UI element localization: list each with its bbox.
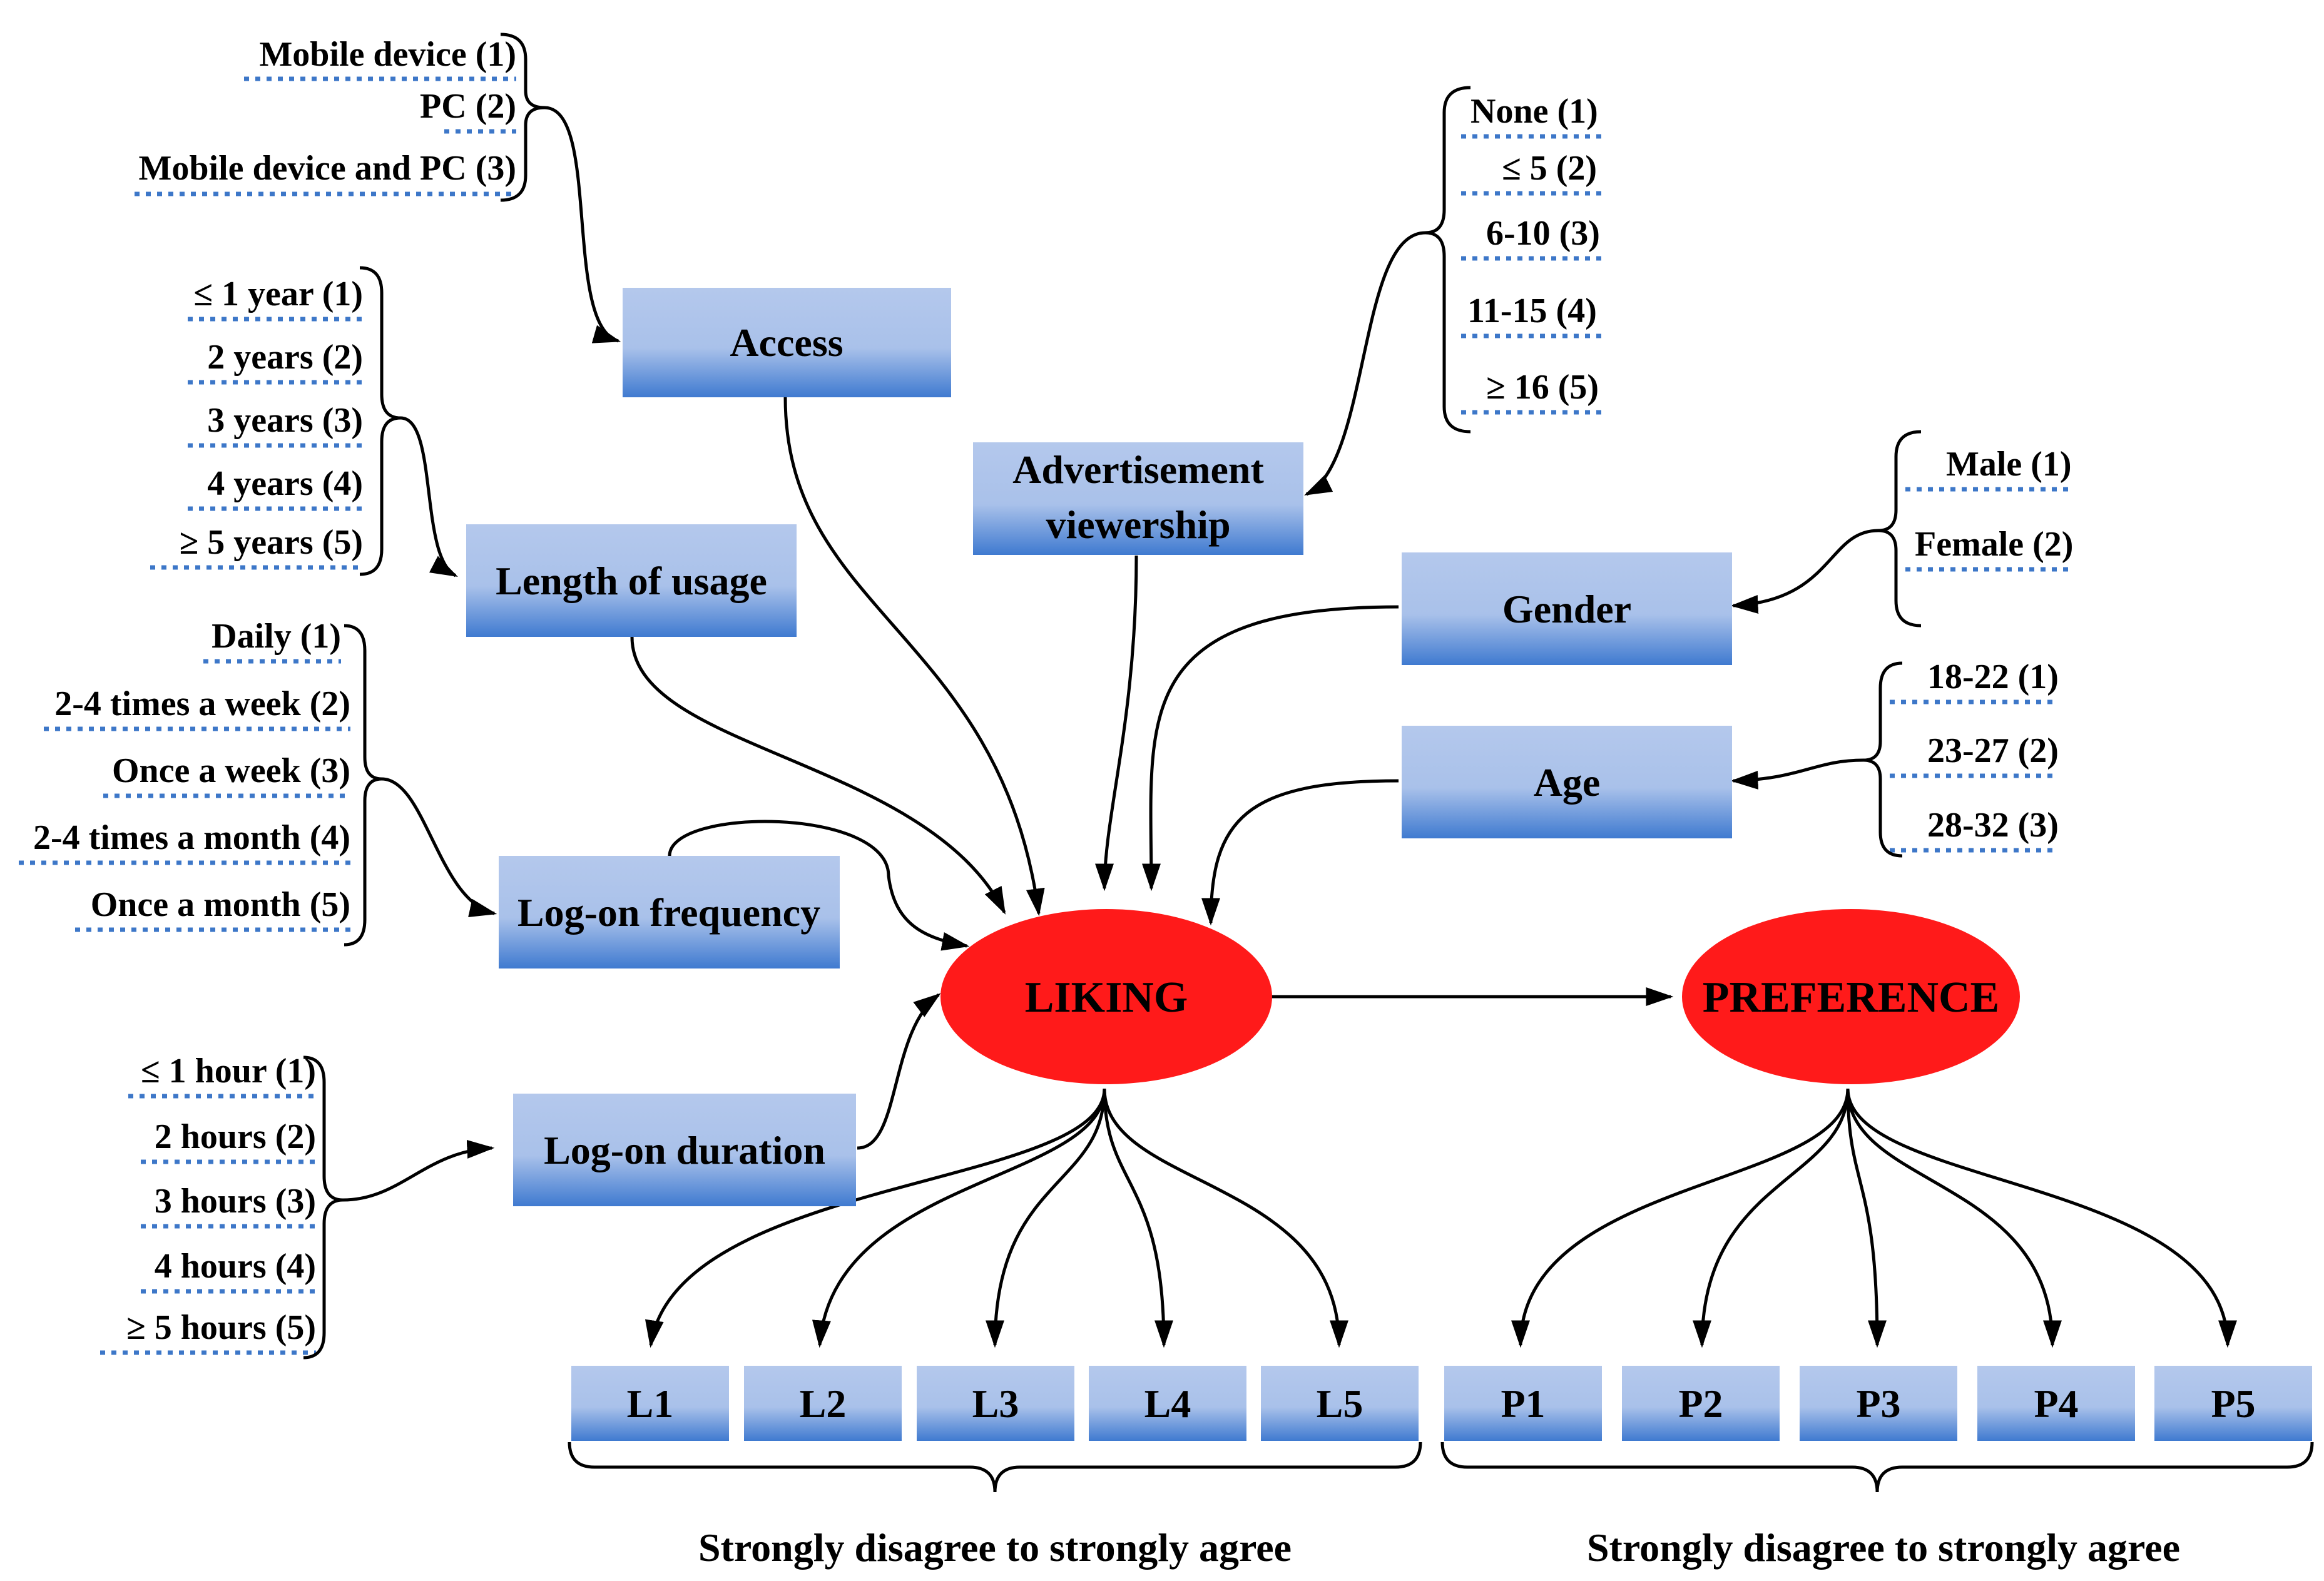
logon-frequency-label: Log-on frequency xyxy=(517,890,820,935)
edge-length-options xyxy=(400,416,458,577)
advertisement-viewership-box: Advertisement viewership xyxy=(973,442,1303,555)
edge-access-options xyxy=(544,106,621,343)
age-options: 18-22 (1) 23-27 (2) 28-32 (3) xyxy=(1863,658,2059,858)
edge-preference-p4 xyxy=(1846,1088,2062,1348)
advertisement-option-5: ≥ 16 (5) xyxy=(1486,368,1599,407)
liking-indicators: L1 L2 L3 L4 L5 xyxy=(571,1366,1419,1441)
edge-preference-p3 xyxy=(1846,1088,1887,1348)
preference-footer-brace xyxy=(1440,1441,2314,1493)
frequency-option-3: Once a week (3) xyxy=(112,751,350,790)
gender-box: Gender xyxy=(1402,552,1732,665)
duration-option-5: ≥ 5 hours (5) xyxy=(126,1308,316,1347)
age-brace xyxy=(1863,661,1903,858)
indicator-l4: L4 xyxy=(1144,1381,1191,1426)
length-option-4: 4 years (4) xyxy=(207,464,363,503)
advertisement-option-4: 11-15 (4) xyxy=(1467,292,1597,330)
edge-liking-l4 xyxy=(1103,1088,1173,1348)
advertisement-options: None (1) ≤ 5 (2) 6-10 (3) 11-15 (4) ≥ 16… xyxy=(1425,86,1602,434)
edge-age-options xyxy=(1730,758,1864,790)
gender-label: Gender xyxy=(1502,587,1631,631)
duration-option-1: ≤ 1 hour (1) xyxy=(141,1052,316,1090)
edge-advertisement-liking xyxy=(1095,555,1138,892)
duration-option-3: 3 hours (3) xyxy=(155,1182,316,1221)
indicator-l5: L5 xyxy=(1317,1381,1363,1426)
advertisement-option-3: 6-10 (3) xyxy=(1486,214,1600,253)
preference-scale-footer: Strongly disagree to strongly agree xyxy=(1587,1525,2180,1570)
frequency-option-1: Daily (1) xyxy=(212,617,341,656)
indicator-p2: P2 xyxy=(1678,1381,1723,1426)
duration-option-4: 4 hours (4) xyxy=(155,1247,316,1286)
edge-gender-liking xyxy=(1141,605,1399,892)
indicator-l1: L1 xyxy=(627,1381,674,1426)
edge-duration-options xyxy=(342,1139,495,1202)
access-box: Access xyxy=(623,288,951,397)
age-option-2: 23-27 (2) xyxy=(1927,731,2059,770)
liking-construct: LIKING xyxy=(940,909,1272,1084)
indicator-p5: P5 xyxy=(2211,1381,2255,1426)
age-box: Age xyxy=(1402,726,1732,838)
liking-label: LIKING xyxy=(1025,974,1188,1022)
edge-frequency-options xyxy=(381,777,497,917)
edge-liking-l3 xyxy=(986,1088,1106,1348)
preference-construct: PREFERENCE xyxy=(1682,909,2020,1084)
length-of-usage-label: Length of usage xyxy=(496,559,767,603)
gender-option-1: Male (1) xyxy=(1946,445,2072,484)
indicator-p4: P4 xyxy=(2034,1381,2078,1426)
access-option-3: Mobile device and PC (3) xyxy=(139,149,516,188)
edge-age-liking xyxy=(1201,779,1399,926)
gender-option-2: Female (2) xyxy=(1915,525,2073,564)
liking-footer-brace xyxy=(568,1441,1422,1493)
preference-label: PREFERENCE xyxy=(1703,974,1999,1022)
edge-gender-options xyxy=(1730,529,1879,614)
indicator-p3: P3 xyxy=(1856,1381,1900,1426)
length-option-5: ≥ 5 years (5) xyxy=(179,523,363,562)
edge-liking-l2 xyxy=(812,1088,1106,1348)
edge-liking-l1 xyxy=(645,1088,1106,1348)
length-option-1: ≤ 1 year (1) xyxy=(193,275,363,313)
access-label: Access xyxy=(730,320,843,365)
logon-duration-box: Log-on duration xyxy=(513,1094,856,1206)
gender-options: Male (1) Female (2) xyxy=(1878,430,2073,628)
edge-access-liking xyxy=(783,397,1045,917)
duration-option-2: 2 hours (2) xyxy=(155,1117,316,1156)
duration-options: ≤ 1 hour (1) 2 hours (2) 3 hours (3) 4 h… xyxy=(100,1052,344,1360)
edge-liking-l5 xyxy=(1103,1088,1348,1348)
logon-duration-label: Log-on duration xyxy=(544,1128,825,1172)
age-option-1: 18-22 (1) xyxy=(1927,658,2059,696)
frequency-option-2: 2-4 times a week (2) xyxy=(54,684,350,723)
access-options: Mobile device (1) PC (2) Mobile device a… xyxy=(135,33,545,202)
length-options: ≤ 1 year (1) 2 years (2) 3 years (3) 4 y… xyxy=(150,266,401,576)
access-option-1: Mobile device (1) xyxy=(259,35,516,74)
length-of-usage-box: Length of usage xyxy=(466,524,797,637)
edge-preference-p1 xyxy=(1511,1088,1850,1348)
advertisement-label-line2: viewership xyxy=(1046,502,1230,547)
edge-duration-liking xyxy=(857,993,941,1150)
edge-frequency-liking xyxy=(668,820,970,951)
liking-scale-footer: Strongly disagree to strongly agree xyxy=(698,1525,1292,1570)
indicator-p1: P1 xyxy=(1501,1381,1545,1426)
edge-preference-p5 xyxy=(1846,1088,2237,1348)
age-label: Age xyxy=(1534,760,1601,805)
logon-frequency-box: Log-on frequency xyxy=(499,856,840,968)
edge-preference-p2 xyxy=(1693,1088,1850,1348)
indicator-l3: L3 xyxy=(972,1381,1019,1426)
frequency-option-5: Once a month (5) xyxy=(91,885,350,924)
preference-indicators: P1 P2 P3 P4 P5 xyxy=(1444,1366,2312,1441)
age-option-3: 28-32 (3) xyxy=(1927,806,2059,845)
advertisement-label-line1: Advertisement xyxy=(1012,447,1264,492)
length-option-2: 2 years (2) xyxy=(207,338,363,377)
length-brace xyxy=(359,266,401,576)
length-option-3: 3 years (3) xyxy=(207,401,363,440)
indicator-l2: L2 xyxy=(800,1381,847,1426)
edge-advertisement-options xyxy=(1304,231,1426,496)
frequency-options: Daily (1) 2-4 times a week (2) Once a we… xyxy=(19,617,382,947)
advertisement-option-2: ≤ 5 (2) xyxy=(1502,149,1597,188)
frequency-option-4: 2-4 times a month (4) xyxy=(33,818,350,857)
access-option-2: PC (2) xyxy=(420,87,516,126)
advertisement-option-1: None (1) xyxy=(1470,92,1598,131)
edge-length-liking xyxy=(630,636,1006,915)
